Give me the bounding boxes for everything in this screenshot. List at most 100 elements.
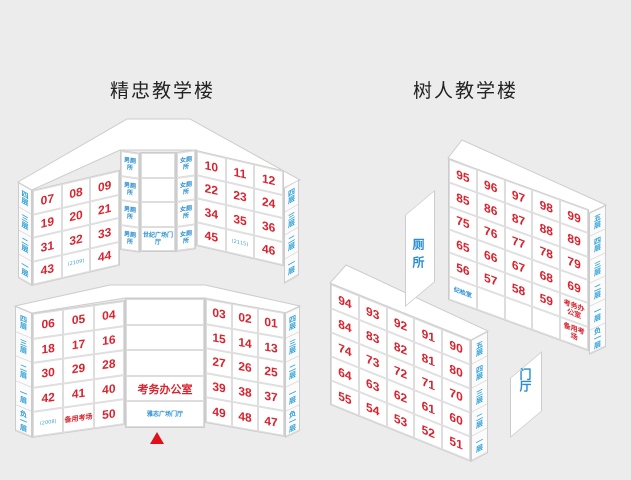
room-number: 34	[204, 204, 218, 222]
room-number: 72	[393, 362, 408, 383]
room-number: 03	[212, 305, 226, 322]
room-number: 13	[264, 339, 278, 356]
room-label: 考务办公室	[137, 382, 193, 396]
floor-labels-lower-right: 四层三层二层一层负一层	[285, 306, 300, 438]
room-number: 96	[484, 176, 498, 196]
room-number: 66	[484, 246, 498, 266]
room-number: 47	[264, 413, 278, 430]
facility-label: 雅志广场门厅	[146, 410, 183, 418]
room-number: 01	[264, 314, 278, 332]
room-number: 75	[456, 213, 470, 233]
room-number: 79	[567, 253, 581, 273]
room-number: 54	[366, 399, 380, 419]
room-label: 备用考场	[64, 412, 93, 425]
room-number: 62	[393, 386, 408, 407]
title-jingzhong-building: 精忠教学楼	[110, 80, 216, 102]
room-number: 93	[366, 303, 380, 323]
room-number: 87	[511, 210, 526, 230]
room-cell	[141, 202, 175, 227]
room-cell: 世纪广场门厅	[141, 226, 175, 251]
room-number: 31	[40, 237, 54, 255]
room-number: 53	[393, 410, 408, 431]
floor-label: 负一层	[286, 405, 299, 437]
room-number: 16	[102, 332, 116, 349]
room-number: 83	[366, 327, 380, 347]
room-number: 23	[233, 187, 247, 205]
room-number: 46	[261, 241, 276, 259]
room-cell	[126, 299, 204, 325]
room-number: 27	[212, 354, 226, 372]
room-number: 08	[69, 184, 83, 202]
room-cell	[141, 153, 175, 178]
room-number: 56	[456, 259, 470, 279]
room-number: 11	[233, 164, 247, 182]
toilet-label: 厕所	[411, 238, 425, 274]
room-cell: 考务办公室	[126, 375, 204, 402]
facility-label: 男厕所	[123, 230, 136, 246]
room-cell: 49	[206, 397, 232, 427]
room-label: 备用考场	[563, 321, 585, 343]
room-number: 55	[338, 388, 352, 408]
room-number: 06	[41, 316, 55, 332]
room-number: 29	[71, 361, 86, 377]
room-number: 44	[97, 247, 112, 266]
room-cell: 50	[93, 399, 124, 429]
room-number: 99	[567, 207, 581, 226]
floor-labels-shuren-back: 五层四层三层二层一层负一层	[589, 205, 606, 355]
room-cell: 女厕所	[177, 223, 195, 251]
room-code: (2109)	[67, 258, 85, 269]
title-shuren-building: 树人教学楼	[413, 80, 519, 102]
room-number: 22	[204, 181, 218, 199]
room-number: 89	[567, 230, 581, 250]
room-number: 58	[511, 280, 526, 300]
room-number: 45	[204, 228, 218, 246]
room-cell: 48	[232, 402, 258, 432]
room-number: 40	[102, 381, 116, 398]
room-cell: 男厕所	[121, 151, 139, 179]
facility-label: 女厕所	[179, 156, 192, 172]
room-number: 95	[456, 166, 470, 186]
room-number: 24	[261, 194, 276, 212]
room-number: 35	[233, 211, 247, 229]
floor-labels-lower-left: 四层三层二层一层负一层	[15, 306, 32, 438]
jingzhong-upper-center: 世纪广场门厅	[140, 152, 176, 252]
room-number: 81	[421, 350, 435, 370]
floor-labels-shuren-front: 五层四层三层二层一层	[471, 330, 488, 462]
room-number: 18	[41, 340, 55, 357]
room-number: 78	[539, 243, 553, 263]
room-number: 70	[449, 385, 463, 405]
facility-label: 世纪广场门厅	[142, 231, 173, 246]
room-number: 21	[97, 200, 112, 219]
facility-label: 女厕所	[179, 205, 192, 221]
room-number: 43	[40, 261, 54, 279]
floor-labels-upper-right: 四层三层二层一层	[284, 179, 299, 284]
room-number: 19	[40, 214, 54, 232]
room-number: 25	[264, 363, 278, 381]
room-number: 50	[102, 405, 116, 422]
room-number: 07	[40, 190, 54, 208]
room-number: 65	[456, 236, 470, 256]
room-number: 57	[484, 270, 498, 289]
jingzhong-upper-womens-toilets: 女厕所女厕所女厕所女厕所	[176, 149, 196, 252]
room-number: 90	[449, 337, 463, 357]
room-number: 73	[366, 351, 380, 371]
room-number: 41	[71, 385, 86, 402]
room-number: 63	[366, 375, 380, 395]
entrance-marker-jingzhong	[150, 432, 164, 444]
room-number: 28	[102, 356, 116, 373]
room-number: 67	[511, 256, 526, 276]
room-cell: 女厕所	[177, 174, 195, 202]
jingzhong-lower-center: 考务办公室雅志广场门厅	[125, 298, 205, 428]
room-number: 42	[41, 389, 55, 406]
room-number: 33	[97, 224, 112, 242]
facility-label: 女厕所	[179, 180, 192, 196]
room-number: 32	[69, 231, 83, 249]
room-number: 14	[238, 334, 252, 352]
room-number: 38	[238, 383, 252, 401]
room-number: 82	[393, 338, 408, 359]
room-number: 20	[69, 207, 83, 225]
facility-label: 纪检室	[453, 285, 472, 300]
room-code: (2115)	[231, 238, 249, 249]
